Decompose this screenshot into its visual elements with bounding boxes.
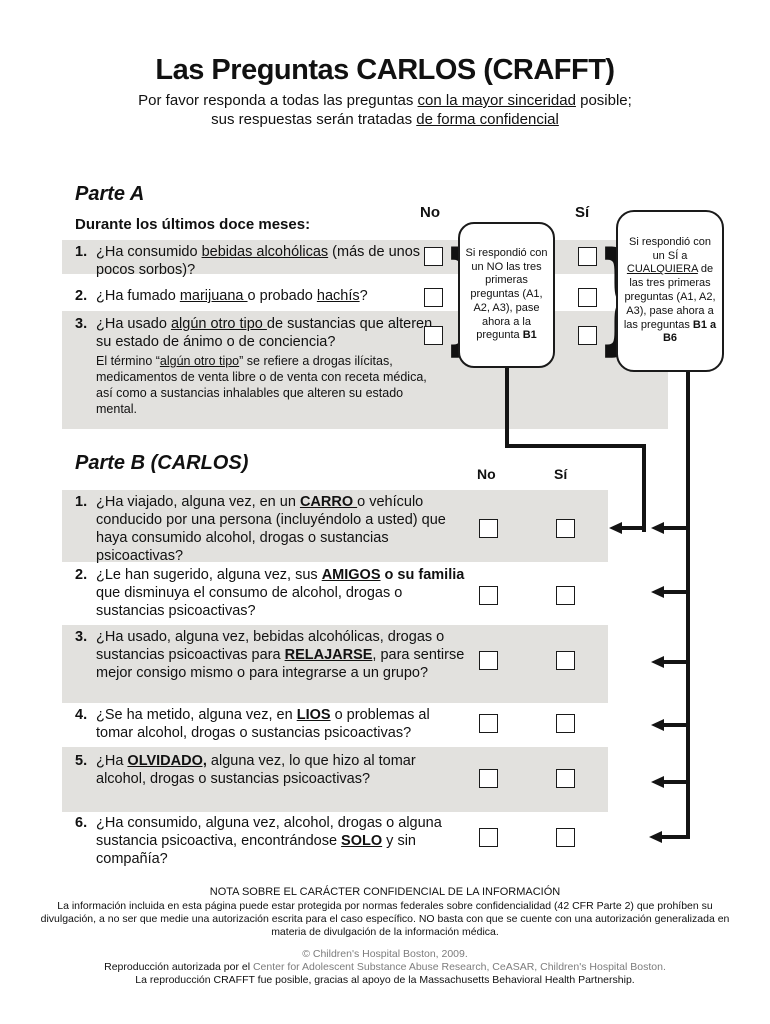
si-arrowhead-b6 (649, 831, 662, 843)
b3-si-checkbox[interactable] (556, 651, 575, 670)
a2-si-checkbox[interactable] (578, 288, 597, 307)
si-arrow-stem-b3 (664, 660, 688, 664)
parte-a-row1-shading (62, 240, 668, 274)
copyright-line: © Children's Hospital Boston, 2009. (302, 948, 468, 960)
a1-no-checkbox[interactable] (424, 247, 443, 266)
question-b5: 5. ¿Ha OLVIDADO, alguna vez, lo que hizo… (75, 752, 467, 788)
a1-si-checkbox[interactable] (578, 247, 597, 266)
b2-no-checkbox[interactable] (479, 586, 498, 605)
parte-b-heading: Parte B (CARLOS) (75, 452, 249, 474)
parte-b-row5-shading (62, 747, 608, 812)
question-b4: 4. ¿Se ha metido, alguna vez, en LIOS o … (75, 706, 467, 742)
authorization-line: Reproducción autorizada por el Center fo… (104, 961, 666, 973)
b4-si-checkbox[interactable] (556, 714, 575, 733)
question-b4-number: 4. (75, 707, 88, 723)
page-subtitle-line2: sus respuestas serán tratadas de forma c… (211, 111, 559, 128)
confidentiality-note-title: NOTA SOBRE EL CARÁCTER CONFIDENCIAL DE L… (209, 886, 561, 898)
no-path-vertical-2 (642, 444, 646, 532)
si-arrow-stem-b1 (664, 526, 688, 530)
question-b5-number: 5. (75, 753, 88, 769)
si-callout-bubble: Si respondió con un SÍ a CUALQUIERA de l… (616, 210, 724, 372)
b6-si-checkbox[interactable] (556, 828, 575, 847)
si-callout-text: Si respondió con un SÍ a CUALQUIERA de l… (623, 235, 717, 345)
question-b5-text: ¿Ha OLVIDADO, alguna vez, lo que hizo al… (96, 753, 416, 787)
b2-si-checkbox[interactable] (556, 586, 575, 605)
question-b2-text: ¿Le han sugerido, alguna vez, sus AMIGOS… (96, 567, 465, 619)
si-arrow-stem-b5 (664, 780, 688, 784)
si-path-vertical (686, 370, 690, 839)
question-a1: 1. ¿Ha consumido bebidas alcohólicas (má… (75, 243, 425, 279)
question-b4-text: ¿Se ha metido, alguna vez, en LIOS o pro… (96, 707, 430, 741)
parte-b-row1-shading (62, 490, 608, 562)
page-subtitle-line1: Por favor responda a todas las preguntas… (138, 92, 632, 109)
parte-b-column-no: No (477, 466, 496, 482)
b1-si-checkbox[interactable] (556, 519, 575, 538)
question-b6: 6. ¿Ha consumido, alguna vez, alcohol, d… (75, 814, 467, 868)
no-path-arrowhead (609, 522, 622, 534)
si-arrowhead-b2 (651, 586, 664, 598)
a3-no-checkbox[interactable] (424, 326, 443, 345)
b5-si-checkbox[interactable] (556, 769, 575, 788)
question-a1-number: 1. (75, 244, 88, 260)
question-b1: 1. ¿Ha viajado, alguna vez, en un CARRO … (75, 493, 467, 565)
confidentiality-note-body: La información incluida en esta página p… (40, 900, 730, 938)
page-title: Las Preguntas CARLOS (CRAFFT) (155, 54, 615, 86)
no-path-arrow-stem (622, 526, 646, 530)
question-a3-number: 3. (75, 316, 88, 332)
a2-no-checkbox[interactable] (424, 288, 443, 307)
question-b6-text: ¿Ha consumido, alguna vez, alcohol, drog… (96, 815, 442, 867)
question-b1-text: ¿Ha viajado, alguna vez, en un CARRO o v… (96, 494, 446, 564)
b3-no-checkbox[interactable] (479, 651, 498, 670)
si-arrow-stem-b4 (664, 723, 688, 727)
question-a3-note: El término “algún otro tipo” se refiere … (96, 354, 427, 416)
question-a3: 3. ¿Ha usado algún otro tipo de sustanci… (75, 315, 437, 351)
si-arrowhead-b1 (651, 522, 664, 534)
parte-a-column-si: Sí (575, 204, 590, 221)
question-b2: 2. ¿Le han sugerido, alguna vez, sus AMI… (75, 566, 467, 620)
b6-no-checkbox[interactable] (479, 828, 498, 847)
si-arrow-stem-b2 (664, 590, 688, 594)
question-a2-number: 2. (75, 288, 88, 304)
parte-a-heading: Parte A (75, 183, 145, 205)
si-arrowhead-b3 (651, 656, 664, 668)
si-arrow-stem-b6 (662, 835, 690, 839)
a3-si-checkbox[interactable] (578, 326, 597, 345)
question-b3: 3. ¿Ha usado, alguna vez, bebidas alcohó… (75, 628, 475, 682)
question-b1-number: 1. (75, 494, 88, 510)
question-a1-text: ¿Ha consumido bebidas alcohólicas (más d… (96, 244, 421, 278)
question-a2: 2. ¿Ha fumado marijuana o probado hachís… (75, 287, 425, 305)
no-path-horizontal (505, 444, 646, 448)
parte-a-row3-shading (62, 311, 668, 429)
si-arrowhead-b5 (651, 776, 664, 788)
parte-a-column-no: No (420, 204, 440, 221)
question-b3-number: 3. (75, 629, 88, 645)
no-callout-bubble: Si respondió con un NO las tres primeras… (458, 222, 555, 368)
no-callout-text: Si respondió con un NO las tres primeras… (465, 246, 548, 342)
b4-no-checkbox[interactable] (479, 714, 498, 733)
si-arrowhead-b4 (651, 719, 664, 731)
question-b2-number: 2. (75, 567, 88, 583)
parte-a-intro: Durante los últimos doce meses: (75, 216, 311, 233)
b1-no-checkbox[interactable] (479, 519, 498, 538)
parte-b-column-si: Sí (554, 466, 568, 482)
question-b6-number: 6. (75, 815, 88, 831)
b5-no-checkbox[interactable] (479, 769, 498, 788)
question-a2-text: ¿Ha fumado marijuana o probado hachís? (96, 288, 368, 304)
no-path-vertical-1 (505, 367, 509, 448)
question-b3-text: ¿Ha usado, alguna vez, bebidas alcohólic… (96, 629, 465, 681)
question-a3-text: ¿Ha usado algún otro tipo de sustancias … (96, 316, 433, 350)
support-line: La reproducción CRAFFT fue posible, grac… (135, 974, 635, 986)
parte-b-row3-shading (62, 625, 608, 703)
